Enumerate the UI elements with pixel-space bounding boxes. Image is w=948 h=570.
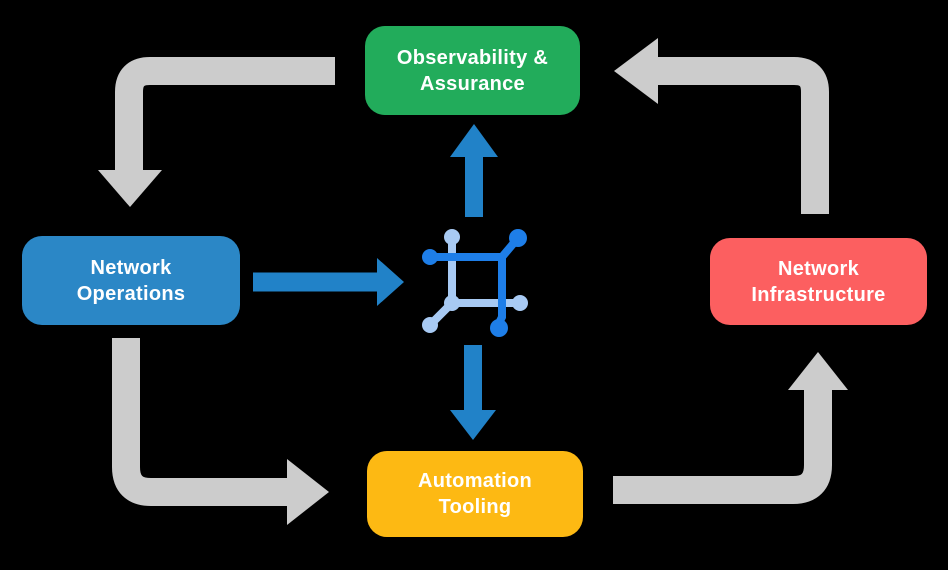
arrow-head-right (287, 459, 329, 525)
arrow-operations-to-hub (253, 258, 404, 306)
node-label: Automation Tooling (417, 470, 533, 518)
arrow-operations-to-automation (112, 338, 329, 525)
arrow-infrastructure-to-observability (614, 38, 829, 214)
arrow-head-up (450, 124, 498, 157)
node-automation-tooling: Automation Tooling (367, 451, 583, 537)
network-mesh-icon (422, 229, 528, 337)
arrow-head-down (98, 170, 162, 207)
node-label: Network Operations (76, 256, 186, 305)
arrow-head-left (614, 38, 658, 104)
arrow-hub-to-automation (450, 345, 496, 440)
arrow-observability-to-operations (98, 57, 335, 207)
node-label: Observability & Assurance (396, 46, 549, 95)
mesh-light-nodes (422, 229, 528, 333)
arrow-head-right (377, 258, 404, 306)
arrow-shaft (656, 57, 829, 214)
arrow-shaft (613, 390, 832, 504)
node-observability-assurance: Observability & Assurance (365, 26, 580, 115)
arrow-shaft (112, 338, 289, 506)
node-label: Network Infrastructure (751, 257, 886, 306)
arrow-shaft (115, 57, 335, 172)
node-network-operations: Network Operations (22, 236, 240, 325)
arrow-automation-to-infrastructure (613, 352, 848, 504)
arrow-hub-to-observability (450, 124, 498, 217)
mesh-dark-nodes (422, 229, 527, 337)
arrow-head-down (450, 410, 496, 440)
arrow-head-up (788, 352, 848, 390)
node-network-infrastructure: Network Infrastructure (710, 238, 927, 325)
